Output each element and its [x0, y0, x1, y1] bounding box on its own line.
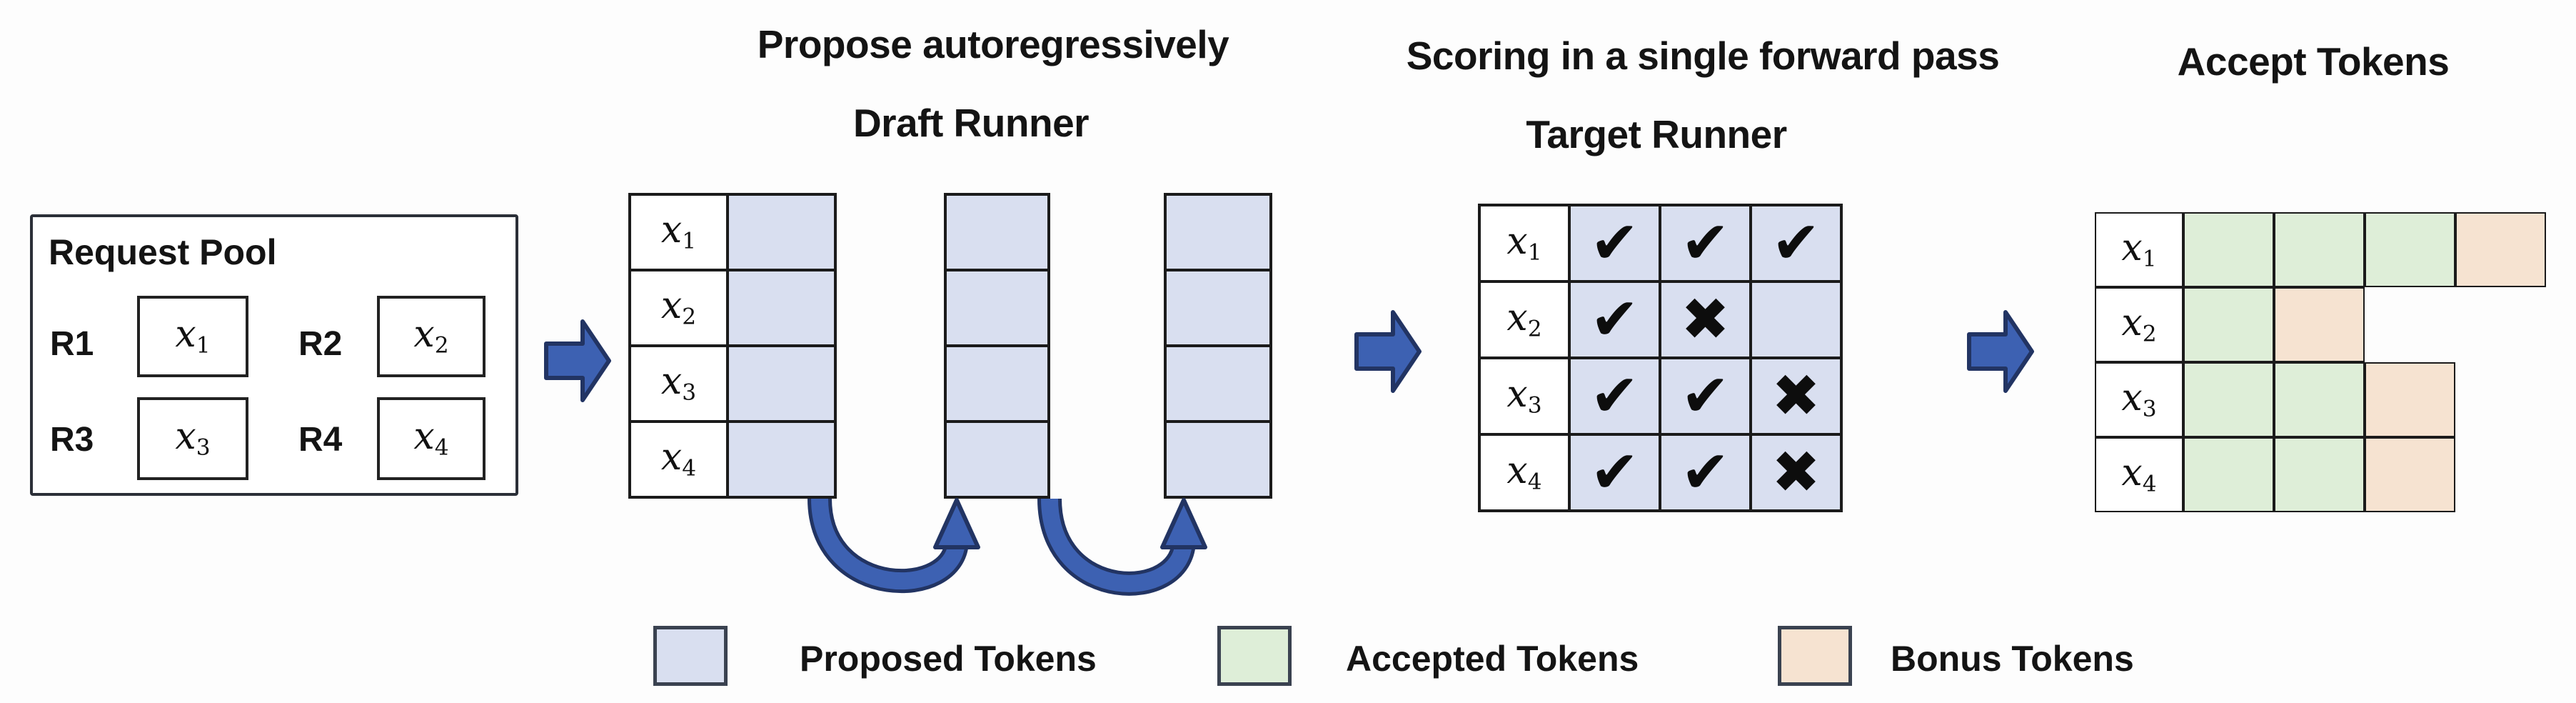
score-mark-cell: ✔ [1751, 205, 1841, 281]
legend-swatch-bonus [1778, 626, 1852, 686]
title-propose-autoregressively: Propose autoregressively [757, 22, 1229, 66]
score-mark-cell: ✖ [1751, 358, 1841, 434]
score-mark-cell: ✖ [1660, 281, 1751, 358]
proposed-token-cell [945, 422, 1049, 497]
token-x4: x4 [413, 415, 449, 461]
legend-label-bonus: Bonus Tokens [1891, 639, 2134, 679]
table-row: x4 [2095, 437, 2546, 512]
token-label-cell: x3 [1479, 358, 1569, 434]
flow-arrow-target-to-accept [1967, 310, 2034, 393]
proposed-token-cell [945, 270, 1049, 346]
table-row: x1 [630, 194, 835, 270]
score-mark-cell: ✔ [1569, 434, 1660, 511]
token-label-cell: x2 [1479, 281, 1569, 358]
accept-cell [2274, 287, 2365, 362]
token-label-cell: x3 [2095, 362, 2183, 437]
title-target-runner: Target Runner [1526, 112, 1787, 156]
request-token-box-r2: x2 [377, 296, 485, 377]
score-mark-cell: ✔ [1569, 358, 1660, 434]
draft-runner-column-3 [1164, 193, 1272, 499]
token-label-cell: x2 [2095, 287, 2183, 362]
legend-swatch-accepted [1217, 626, 1292, 686]
table-row: x3 [2095, 362, 2546, 437]
loop-arrow-column2-to-column3 [1037, 498, 1207, 596]
score-mark-cell [1751, 281, 1841, 358]
score-mark-cell: ✖ [1751, 434, 1841, 511]
request-id-r1: R1 [50, 325, 94, 363]
draft-runner-column-2 [944, 193, 1050, 499]
flow-arrow-pool-to-draft [544, 319, 611, 402]
proposed-token-cell [1165, 422, 1271, 497]
table-row: x2 [2095, 287, 2546, 362]
table-row: x1 [2095, 212, 2546, 287]
proposed-token-cell [945, 346, 1049, 422]
proposed-token-cell [728, 194, 835, 270]
accept-cell [2365, 362, 2455, 437]
proposed-token-cell [1165, 194, 1271, 270]
loop-arrow-column1-to-column2 [807, 498, 980, 594]
table-row: x2 [630, 270, 835, 346]
request-token-box-r4: x4 [377, 397, 485, 480]
proposed-token-cell [728, 422, 835, 497]
table-row: x4 [630, 422, 835, 497]
title-accept-tokens: Accept Tokens [2177, 39, 2450, 84]
token-x3: x3 [175, 415, 211, 461]
token-x2: x2 [413, 313, 449, 359]
token-label-cell: x1 [2095, 212, 2183, 287]
proposed-token-cell [1165, 346, 1271, 422]
score-mark-cell: ✔ [1660, 434, 1751, 511]
request-token-box-r3: x3 [137, 397, 248, 480]
request-id-r4: R4 [298, 421, 343, 459]
proposed-token-cell [1165, 270, 1271, 346]
accept-cell [2183, 287, 2274, 362]
title-scoring-forward-pass: Scoring in a single forward pass [1406, 34, 2000, 78]
accept-cell [2274, 437, 2365, 512]
table-row: x4 ✔ ✔ ✖ [1479, 434, 1841, 511]
score-mark-cell: ✔ [1660, 358, 1751, 434]
token-label-cell: x3 [630, 346, 728, 422]
token-x1: x1 [175, 313, 211, 359]
request-pool-panel: Request Pool R1 x1 R2 x2 R3 x3 R4 x4 [30, 214, 518, 496]
request-token-box-r1: x1 [137, 296, 248, 377]
table-row: x2 ✔ ✖ [1479, 281, 1841, 358]
accept-cell [2455, 212, 2546, 287]
table-row: x3 [630, 346, 835, 422]
token-label-cell: x1 [630, 194, 728, 270]
flow-arrow-draft-to-target [1354, 310, 1422, 393]
legend-label-proposed: Proposed Tokens [800, 639, 1097, 679]
proposed-token-cell [728, 270, 835, 346]
target-runner-table: x1 ✔ ✔ ✔ x2 ✔ ✖ x3 ✔ ✔ ✖ x4 ✔ ✔ ✖ [1478, 204, 1843, 512]
proposed-token-cell [728, 346, 835, 422]
request-id-r2: R2 [298, 325, 343, 363]
request-pool-title: Request Pool [49, 232, 277, 272]
token-label-cell: x2 [630, 270, 728, 346]
accept-cell [2365, 437, 2455, 512]
accept-cell [2183, 437, 2274, 512]
score-mark-cell: ✔ [1569, 281, 1660, 358]
score-mark-cell: ✔ [1569, 205, 1660, 281]
token-label-cell: x4 [1479, 434, 1569, 511]
token-label-cell: x4 [2095, 437, 2183, 512]
token-label-cell: x1 [1479, 205, 1569, 281]
legend-label-accepted: Accepted Tokens [1346, 639, 1639, 679]
request-id-r3: R3 [50, 421, 94, 459]
token-label-cell: x4 [630, 422, 728, 497]
accept-cell [2365, 212, 2455, 287]
accept-cell [2274, 212, 2365, 287]
table-row: x3 ✔ ✔ ✖ [1479, 358, 1841, 434]
legend-swatch-proposed [653, 626, 728, 686]
accept-cell [2183, 212, 2274, 287]
score-mark-cell: ✔ [1660, 205, 1751, 281]
title-draft-runner: Draft Runner [852, 101, 1090, 145]
accept-tokens-table: x1 x2 x3 x4 [2093, 211, 2547, 514]
proposed-token-cell [945, 194, 1049, 270]
table-row: x1 ✔ ✔ ✔ [1479, 205, 1841, 281]
accept-cell [2274, 362, 2365, 437]
draft-runner-table-1: x1 x2 x3 x4 [628, 193, 837, 499]
accept-cell [2183, 362, 2274, 437]
